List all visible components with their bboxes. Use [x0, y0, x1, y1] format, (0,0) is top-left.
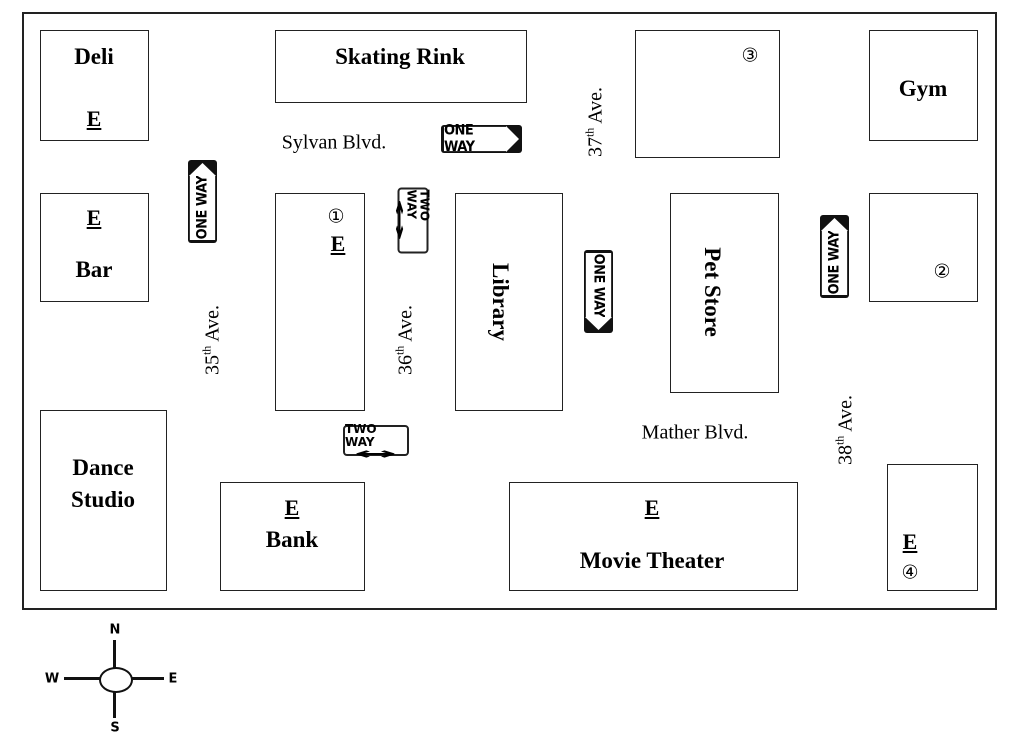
sylvan-blvd-label: Sylvan Blvd.	[281, 131, 387, 154]
ordinal-suffix: th	[832, 435, 847, 446]
lot-2	[869, 193, 978, 302]
ordinal-suffix: th	[582, 127, 597, 138]
sign-text: ONE WAY	[821, 230, 848, 295]
lot-1-marker: ①	[327, 206, 345, 228]
lot-3	[635, 30, 780, 158]
street-type: Ave.	[394, 304, 417, 346]
dance-studio-label-1: Dance	[72, 455, 134, 480]
37th-ave-label: 37th Ave.	[583, 87, 608, 157]
street-type: Ave.	[201, 304, 224, 346]
pet-store	[670, 193, 779, 393]
sign-text: ONE WAY	[189, 175, 216, 240]
one-way-sign-sylvan-east: ONE WAY	[441, 123, 522, 156]
gym	[869, 30, 978, 141]
lot-4	[887, 464, 978, 591]
dance-studio-label-2: Studio	[71, 487, 135, 512]
lot-3-marker: ③	[741, 45, 759, 67]
library	[455, 193, 563, 411]
street-number: 37	[584, 137, 607, 158]
lot-4-marker: ④	[901, 562, 919, 584]
compass-south: S	[110, 720, 120, 736]
compass-west: W	[44, 671, 60, 687]
two-way-sign-36th: TWO WAY↔	[391, 187, 432, 254]
street-number: 36	[394, 355, 417, 376]
bank-entrance: E	[284, 495, 300, 520]
deli	[40, 30, 149, 141]
movie-theater-label: Movie Theater	[579, 548, 725, 573]
skating-rink	[275, 30, 527, 103]
sign-text: ONE WAY	[444, 123, 507, 156]
compass-north: N	[109, 622, 121, 638]
compass-east: E	[168, 671, 178, 687]
double-arrow-icon: ↔	[391, 199, 410, 242]
movie-theater-entrance: E	[644, 495, 660, 520]
one-way-sign-38th-north: ONE WAY	[820, 215, 849, 298]
lot-4-entrance: E	[902, 529, 918, 554]
arrow-up-icon	[189, 163, 216, 176]
street-type: Ave.	[834, 394, 857, 436]
one-way-sign-37th-south: ONE WAY	[584, 250, 613, 333]
street-number: 35	[201, 355, 224, 376]
movie-theater	[509, 482, 798, 591]
library-label: Library	[488, 263, 513, 341]
double-arrow-icon: ↔	[354, 443, 398, 463]
deli-label: Deli	[74, 44, 114, 69]
two-way-sign-mather: TWO WAY↔	[343, 421, 409, 463]
street-number: 38	[834, 445, 857, 466]
dance-studio	[40, 410, 167, 591]
bank-label: Bank	[265, 527, 319, 552]
skating-rink-label: Skating Rink	[335, 44, 465, 69]
bar-entrance: E	[86, 205, 102, 230]
36th-ave-label: 36th Ave.	[393, 305, 418, 375]
mather-blvd-label: Mather Blvd.	[641, 421, 749, 444]
one-way-sign-35th-north: ONE WAY	[188, 160, 217, 243]
compass-ellipse	[99, 667, 133, 693]
map-border	[22, 12, 997, 610]
lot-2-marker: ②	[933, 261, 951, 283]
bar-label: Bar	[75, 257, 113, 282]
35th-ave-label: 35th Ave.	[200, 305, 225, 375]
bank	[220, 482, 365, 591]
ordinal-suffix: th	[199, 345, 214, 356]
street-type: Ave.	[584, 86, 607, 128]
arrow-down-icon	[585, 317, 612, 330]
38th-ave-label: 38th Ave.	[833, 395, 858, 465]
ordinal-suffix: th	[392, 345, 407, 356]
bar	[40, 193, 149, 302]
lot-1	[275, 193, 365, 411]
sign-text: TWO WAY	[345, 421, 377, 449]
lot-1-entrance: E	[330, 231, 346, 256]
arrow-up-icon	[821, 218, 848, 231]
sign-text: ONE WAY	[585, 253, 612, 318]
pet-store-label: Pet Store	[700, 247, 725, 337]
arrow-right-icon	[506, 126, 519, 152]
deli-entrance: E	[86, 106, 102, 131]
gym-label: Gym	[898, 76, 948, 101]
